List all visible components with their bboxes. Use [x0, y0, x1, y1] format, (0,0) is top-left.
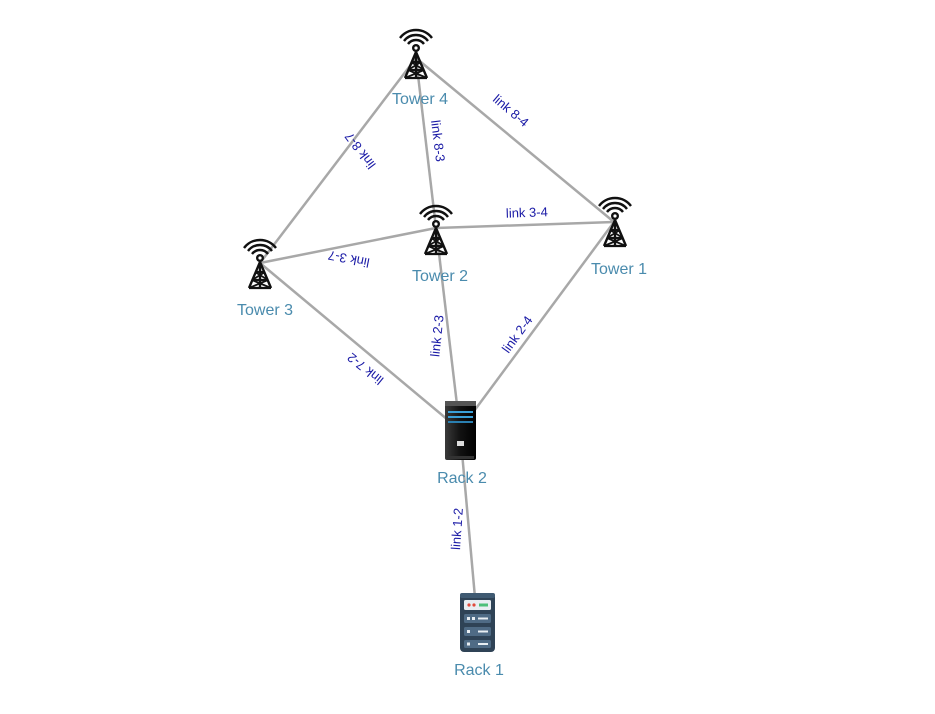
node-label-rack-2: Rack 2 — [437, 470, 487, 487]
link-2-4-line[interactable] — [458, 221, 616, 431]
link-8-3-label: link 8-3 — [428, 119, 448, 162]
link-3-4-label: link 3-4 — [506, 204, 548, 220]
link-1-2-line[interactable] — [458, 429, 479, 621]
link-8-3-line[interactable] — [414, 57, 438, 229]
link-1-2-label: link 1-2 — [448, 507, 466, 550]
server-rack-icon — [460, 593, 495, 652]
server-tower-icon — [445, 401, 476, 460]
node-tower-3[interactable]: Tower 3 — [237, 238, 293, 319]
link-8-7-label: link 8-7 — [342, 129, 379, 172]
node-label-tower-2: Tower 2 — [412, 268, 468, 285]
link-2-3-label: link 2-3 — [427, 314, 446, 357]
node-rack-1[interactable]: Rack 1 — [454, 593, 504, 679]
link-3-7-line[interactable] — [259, 226, 437, 265]
node-rack-2[interactable]: Rack 2 — [437, 401, 487, 487]
node-label-rack-1: Rack 1 — [454, 662, 504, 679]
link-7-2-line[interactable] — [259, 262, 461, 431]
node-tower-1[interactable]: Tower 1 — [591, 196, 647, 278]
node-label-tower-1: Tower 1 — [591, 261, 647, 278]
link-8-4-line[interactable] — [415, 57, 615, 223]
links-layer — [259, 57, 616, 621]
node-label-tower-4: Tower 4 — [392, 91, 448, 108]
link-2-3-line[interactable] — [434, 227, 462, 431]
link-8-7-line[interactable] — [259, 57, 417, 264]
link-7-2-label: link 7-2 — [344, 350, 386, 388]
link-3-7-label: link 3-7 — [327, 248, 371, 271]
node-label-tower-3: Tower 3 — [237, 302, 293, 319]
node-tower-4[interactable]: Tower 4 — [392, 28, 448, 108]
node-tower-2[interactable]: Tower 2 — [412, 204, 468, 285]
link-3-4-line[interactable] — [435, 220, 615, 230]
